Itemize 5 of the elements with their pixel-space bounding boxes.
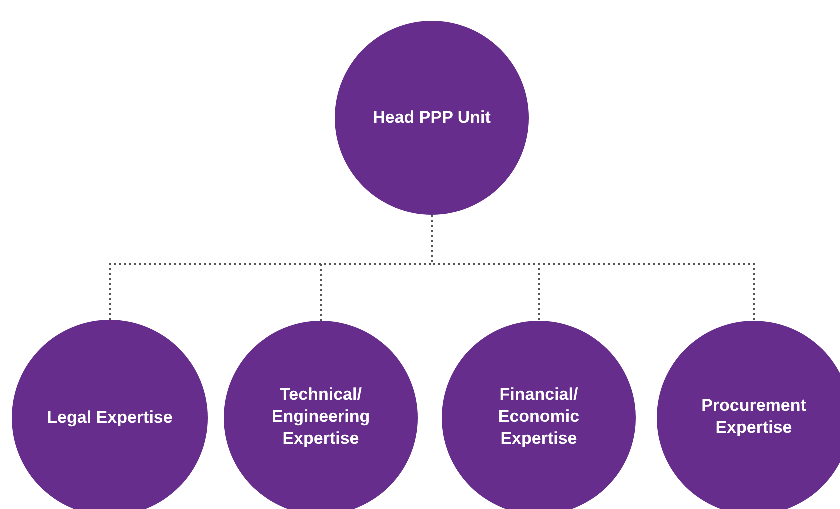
node-label: Procurement Expertise (700, 395, 808, 439)
node-label: Technical/ Engineering Expertise (270, 384, 372, 450)
node-label: Head PPP Unit (372, 107, 492, 129)
node-label: Financial/ Economic Expertise (497, 384, 581, 450)
node-label: Legal Expertise (46, 407, 174, 429)
